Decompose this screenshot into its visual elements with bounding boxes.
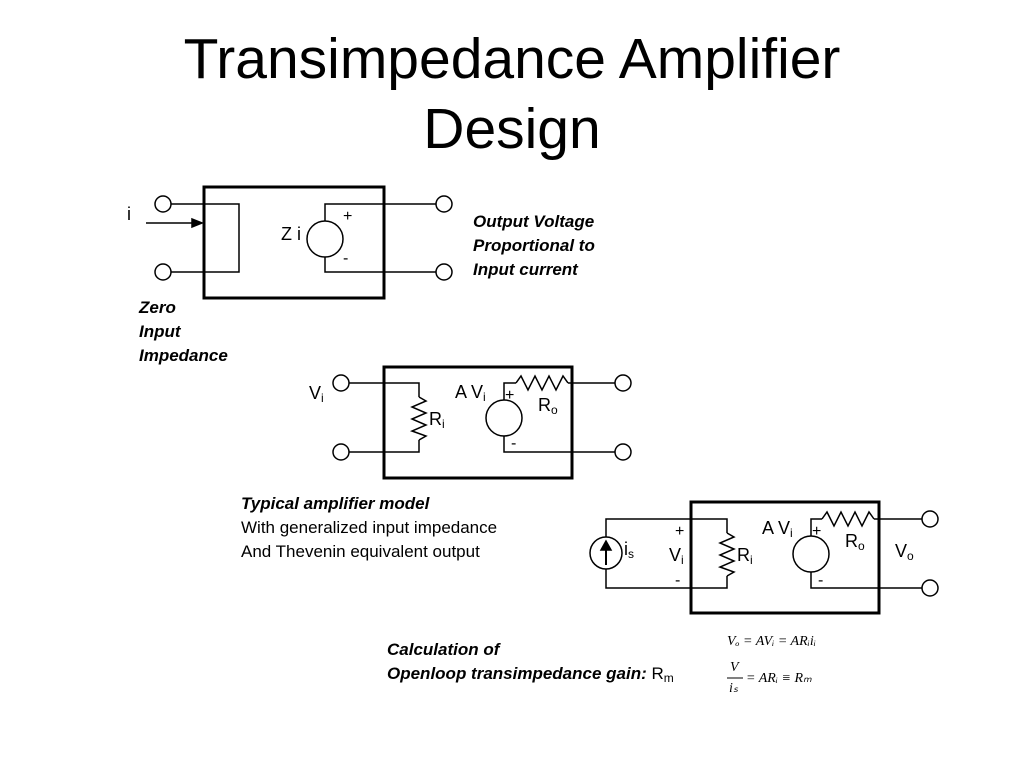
model-line-3: And Thevenin equivalent output bbox=[241, 542, 480, 561]
bottom-circuit bbox=[589, 500, 939, 615]
top-output-wire-upper bbox=[324, 203, 436, 221]
middle-output-wire-lower bbox=[503, 436, 615, 453]
middle-vi-label: Vi bbox=[309, 383, 324, 405]
bottom-current-source-arrowhead bbox=[599, 539, 613, 551]
bottom-ro-label: Ro bbox=[845, 531, 865, 553]
bottom-vi-label: Vi bbox=[669, 545, 684, 567]
bottom-output-wire-lower bbox=[810, 572, 922, 589]
bottom-input-resistor bbox=[717, 532, 736, 577]
zero-line-3: Impedance bbox=[139, 346, 228, 365]
middle-source-plus: + bbox=[505, 387, 515, 404]
calc-line-1: Calculation of bbox=[387, 640, 500, 659]
top-source-label: Z i bbox=[281, 224, 301, 244]
top-output-wire-lower bbox=[324, 257, 436, 273]
middle-output-resistor bbox=[515, 374, 569, 392]
zero-line-1: Zero bbox=[139, 298, 176, 317]
top-input-current-label: i bbox=[127, 204, 131, 224]
zero-line-2: Input bbox=[139, 322, 181, 341]
output-voltage-note: Output Voltage Proportional to Input cur… bbox=[473, 210, 595, 282]
top-source-plus: + bbox=[343, 208, 353, 225]
top-amplifier-box bbox=[202, 185, 386, 300]
bottom-vi-minus: - bbox=[675, 572, 681, 589]
middle-source-label: A Vi bbox=[455, 382, 486, 404]
top-input-current-arrowhead bbox=[191, 217, 205, 229]
middle-input-wire-lower bbox=[349, 440, 420, 453]
calc-equation-1: Vₒ = AVᵢ = ARᵢiᵢ bbox=[727, 634, 816, 649]
bottom-output-terminal-lower bbox=[921, 579, 939, 597]
middle-output-terminal-lower bbox=[614, 443, 632, 461]
bottom-output-terminal-upper bbox=[921, 510, 939, 528]
page-title: Transimpedance Amplifier Design bbox=[0, 24, 1024, 164]
bottom-source-label: A Vi bbox=[762, 518, 793, 540]
note-line-3: Input current bbox=[473, 260, 578, 279]
title-line-2: Design bbox=[423, 97, 601, 161]
bottom-source-minus: - bbox=[818, 572, 824, 589]
middle-voltage-source bbox=[485, 399, 523, 437]
calc-equation-2: = ARᵢ ≡ Rₘ bbox=[746, 671, 812, 686]
calc-fraction-numerator: V bbox=[730, 660, 739, 675]
bottom-vo-label: Vo bbox=[895, 541, 914, 563]
model-description: Typical amplifier model With generalized… bbox=[241, 492, 497, 564]
top-short-circuit-wire bbox=[171, 203, 240, 273]
middle-ro-label: Ro bbox=[538, 395, 558, 417]
top-circuit bbox=[146, 185, 453, 300]
middle-amplifier-box bbox=[382, 365, 574, 480]
model-heading: Typical amplifier model bbox=[241, 494, 430, 513]
top-output-terminal-upper bbox=[435, 195, 453, 213]
zero-impedance-note: Zero Input Impedance bbox=[139, 296, 228, 368]
middle-input-terminal-lower bbox=[332, 443, 350, 461]
bottom-vi-plus: + bbox=[675, 523, 685, 540]
top-input-terminal-upper bbox=[154, 195, 172, 213]
calc-rm-label: Rm bbox=[651, 664, 674, 685]
top-source-minus: - bbox=[343, 250, 349, 267]
bottom-voltage-source bbox=[792, 535, 830, 573]
middle-input-resistor bbox=[409, 396, 428, 441]
calc-fraction-denominator: iₛ bbox=[729, 681, 739, 696]
bottom-input-wire-upper bbox=[605, 518, 728, 537]
bottom-input-wire-lower bbox=[605, 569, 728, 589]
middle-input-terminal-upper bbox=[332, 374, 350, 392]
bottom-source-wire-upper bbox=[810, 518, 822, 536]
middle-circuit bbox=[332, 365, 632, 480]
top-output-terminal-lower bbox=[435, 263, 453, 281]
middle-source-minus: - bbox=[511, 435, 517, 452]
middle-input-wire-upper bbox=[349, 382, 420, 397]
calc-line-2: Openloop transimpedance gain: bbox=[387, 664, 647, 683]
bottom-output-resistor bbox=[821, 510, 875, 528]
bottom-is-label: is bbox=[624, 539, 634, 561]
note-line-2: Proportional to bbox=[473, 236, 595, 255]
bottom-ri-label: Ri bbox=[737, 545, 753, 567]
note-line-1: Output Voltage bbox=[473, 212, 595, 231]
middle-ri-label: Ri bbox=[429, 409, 445, 431]
model-line-2: With generalized input impedance bbox=[241, 518, 498, 537]
bottom-amplifier-box bbox=[689, 500, 881, 615]
bottom-source-plus: + bbox=[812, 523, 822, 540]
middle-source-wire-upper bbox=[503, 382, 516, 400]
title-line-1: Transimpedance Amplifier bbox=[183, 27, 841, 91]
top-voltage-source bbox=[306, 220, 344, 258]
middle-output-terminal-upper bbox=[614, 374, 632, 392]
top-input-terminal-lower bbox=[154, 263, 172, 281]
calculation-text: Calculation of Openloop transimpedance g… bbox=[387, 638, 674, 690]
